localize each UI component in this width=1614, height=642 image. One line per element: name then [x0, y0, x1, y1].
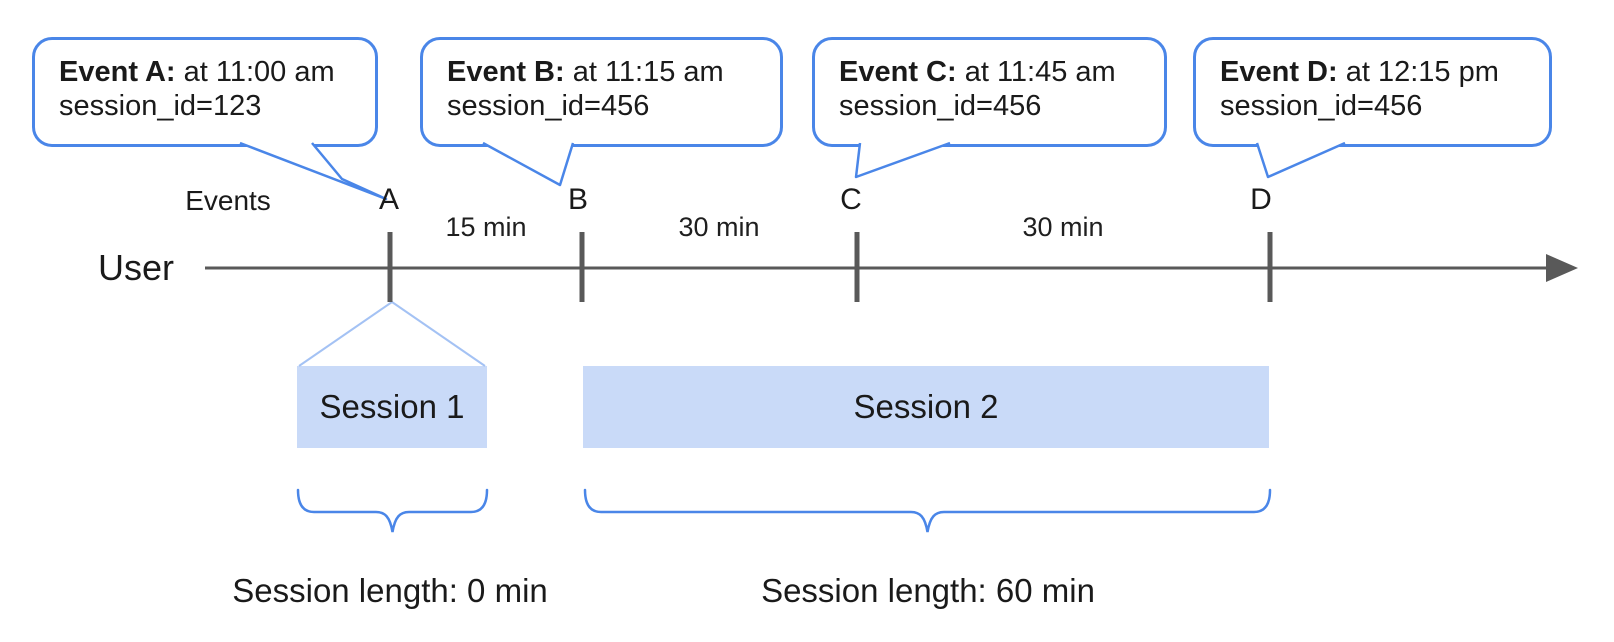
event-mark-d: D	[1250, 183, 1272, 216]
event-b-callout-session: session_id=456	[447, 90, 650, 122]
event-c-callout-line1: Event C: at 11:45 am	[839, 55, 1164, 89]
callout-tail-c	[854, 141, 951, 179]
event-d-callout-line1: Event D: at 12:15 pm	[1220, 55, 1549, 89]
event-d-callout-session: session_id=456	[1220, 90, 1423, 122]
event-mark-c: C	[840, 183, 862, 216]
event-b-callout-label: Event B:	[447, 56, 565, 88]
event-c-callout-time: at 11:45 am	[964, 56, 1116, 88]
callout-tail-d	[1255, 141, 1346, 179]
event-a-callout-label: Event A:	[59, 56, 176, 88]
session-1-fan-line-right	[391, 301, 486, 367]
gap-label-c-d: 30 min	[1022, 212, 1104, 242]
event-a-callout-line1: Event A: at 11:00 am	[59, 55, 375, 89]
event-mark-b: B	[567, 183, 589, 216]
gap-label-b-c: 30 min	[678, 212, 760, 242]
event-d-callout-time: at 12:15 pm	[1345, 56, 1499, 88]
events-axis-label: Events	[185, 185, 271, 216]
event-mark-a: A	[378, 183, 400, 216]
user-axis-label: User	[98, 247, 175, 288]
event-c-callout-session: session_id=456	[839, 90, 1042, 122]
callout-tail-b	[482, 141, 575, 187]
session-2-length-label: Session length: 60 min	[761, 572, 1095, 609]
event-a-callout: Event A: at 11:00 am session_id=123	[32, 37, 378, 147]
event-b-callout-line1: Event B: at 11:15 am	[447, 55, 780, 89]
underbrace-session-2	[583, 488, 1272, 533]
session-1-length-label: Session length: 0 min	[232, 572, 548, 609]
session-1-label: Session 1	[319, 388, 465, 425]
event-a-callout-session: session_id=123	[59, 90, 262, 122]
event-c-callout-label: Event C:	[839, 56, 957, 88]
underbrace-session-1	[296, 488, 489, 533]
event-b-callout-time: at 11:15 am	[572, 56, 724, 88]
gap-label-a-b: 15 min	[445, 212, 527, 242]
event-b-callout: Event B: at 11:15 am session_id=456	[420, 37, 783, 147]
session-1-fan-line-left	[298, 301, 393, 367]
event-d-callout: Event D: at 12:15 pm session_id=456	[1193, 37, 1552, 147]
timeline-arrowhead-icon	[1546, 254, 1578, 282]
event-c-callout: Event C: at 11:45 am session_id=456	[812, 37, 1167, 147]
event-a-callout-time: at 11:00 am	[183, 56, 335, 88]
event-d-callout-label: Event D:	[1220, 56, 1338, 88]
session-2-label: Session 2	[853, 388, 999, 425]
